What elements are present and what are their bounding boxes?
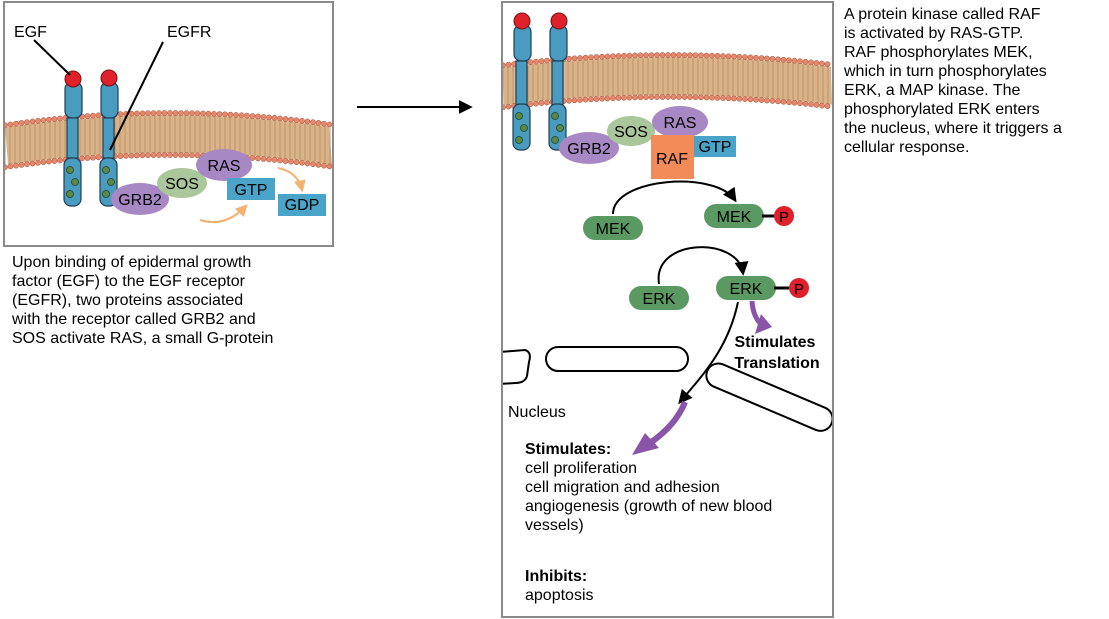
gtp-box [227,178,275,200]
caption-line: cellular response. [844,139,970,156]
gtp-loading-arrow [199,204,248,224]
ras-label-right: RAS [664,115,697,132]
ras-protein [196,149,252,181]
nuclear-envelope-left [503,348,531,385]
gdp-box [278,194,326,216]
mek-label: MEK [596,221,631,238]
sos-label-right: SOS [614,124,648,141]
egf-ligand-right-1 [513,12,531,30]
stimulates-item: cell proliferation [525,460,638,477]
caption-line: SOS activate RAS, a small G-protein [12,330,274,347]
egf-ligand-right-2 [550,12,568,30]
egf-pointer [33,39,71,76]
cell-membrane-left [5,110,332,171]
egfr-receptor-right-panel-2 [548,24,568,151]
caption-line: the nucleus, where it triggers a [844,120,1062,137]
erk-phosphate [789,278,809,298]
nucleus-label: Nucleus [508,404,566,421]
mek-p-label: MEK [717,209,752,226]
caption-line: is activated by RAS-GTP. [844,25,1024,42]
right-panel: GRB2 SOS RAS RAF GTP MEK MEK P ERK ERK P… [503,12,832,455]
gtp-label-right: GTP [699,139,732,156]
right-caption: A protein kinase called RAF is activated… [844,5,1106,157]
nuclear-envelope-right [705,362,832,432]
ras-protein-right [652,106,708,138]
stimulates-item: vessels) [525,517,584,534]
sos-label: SOS [165,176,199,193]
stimulates-translation-arrow [749,300,772,334]
erk-p-label: ERK [730,281,763,298]
erk-phosphorylated [716,276,776,300]
grb2-protein-right [559,132,619,164]
nuclear-envelope-middle [545,346,689,372]
caption-line: RAF phosphorylates MEK, [844,44,1033,61]
gtp-label: GTP [235,182,268,199]
inhibits-list: Inhibits: apoptosis [525,567,830,605]
caption-line: with the receptor called GRB2 and [12,311,256,328]
egfr-label: EGFR [167,24,211,41]
cell-membrane-right [503,52,832,111]
sos-protein [157,168,207,198]
left-panel: EGF EGFR GRB2 SOS RAS GTP GDP [5,24,332,224]
egf-ligand-2 [100,69,118,87]
caption-line: Upon binding of epidermal growth [12,254,252,271]
egfr-receptor-left [63,81,83,207]
erk-to-nucleus-arrow [678,301,739,405]
stimulates-item: cell migration and adhesion [525,479,720,496]
egfr-receptor-right-panel-1 [512,24,532,151]
gdp-release-arrow [277,167,306,193]
caption-line: factor (EGF) to the EGF receptor [12,273,245,290]
grb2-protein [111,183,169,215]
grb2-label: GRB2 [118,192,162,209]
stimulates-translation-label-1: Stimulates [735,334,816,351]
inhibits-item: apoptosis [525,587,594,604]
mek-phosphorylated [704,204,764,228]
erk-phosphate-label: P [794,281,804,298]
gtp-box-right [694,136,736,157]
mek-phosphate-label: P [779,209,789,226]
caption-line: (EGFR), two proteins associated [12,292,244,309]
left-caption: Upon binding of epidermal growth factor … [12,253,342,348]
raf-to-mek-arrow [612,180,737,215]
erk-label: ERK [643,291,676,308]
raf-label: RAF [656,151,688,168]
grb2-label-right: GRB2 [567,141,611,158]
mek-phosphate [774,206,794,226]
erk-unphosphorylated [629,286,689,310]
raf-box [651,135,694,179]
egfr-pointer [109,41,164,151]
stimulates-list: Stimulates: cell proliferation cell migr… [525,440,830,535]
stimulates-translation-label-2: Translation [734,355,819,372]
sos-protein-right [607,116,655,146]
inhibits-heading: Inhibits: [525,568,588,585]
caption-line: A protein kinase called RAF [844,6,1041,23]
caption-line: ERK, a MAP kinase. The [844,82,1021,99]
caption-line: phosphorylated ERK enters [844,101,1040,118]
egf-label: EGF [14,24,47,41]
gdp-label: GDP [285,197,320,214]
mek-to-erk-arrow [657,246,749,285]
ras-label: RAS [208,158,241,175]
stimulates-item: angiogenesis (growth of new blood [525,498,773,515]
stimulates-nucleus-arrow [632,400,688,455]
caption-line: which in turn phosphorylates [844,63,1047,80]
mek-unphosphorylated [583,216,643,240]
stimulates-heading: Stimulates: [525,441,612,458]
